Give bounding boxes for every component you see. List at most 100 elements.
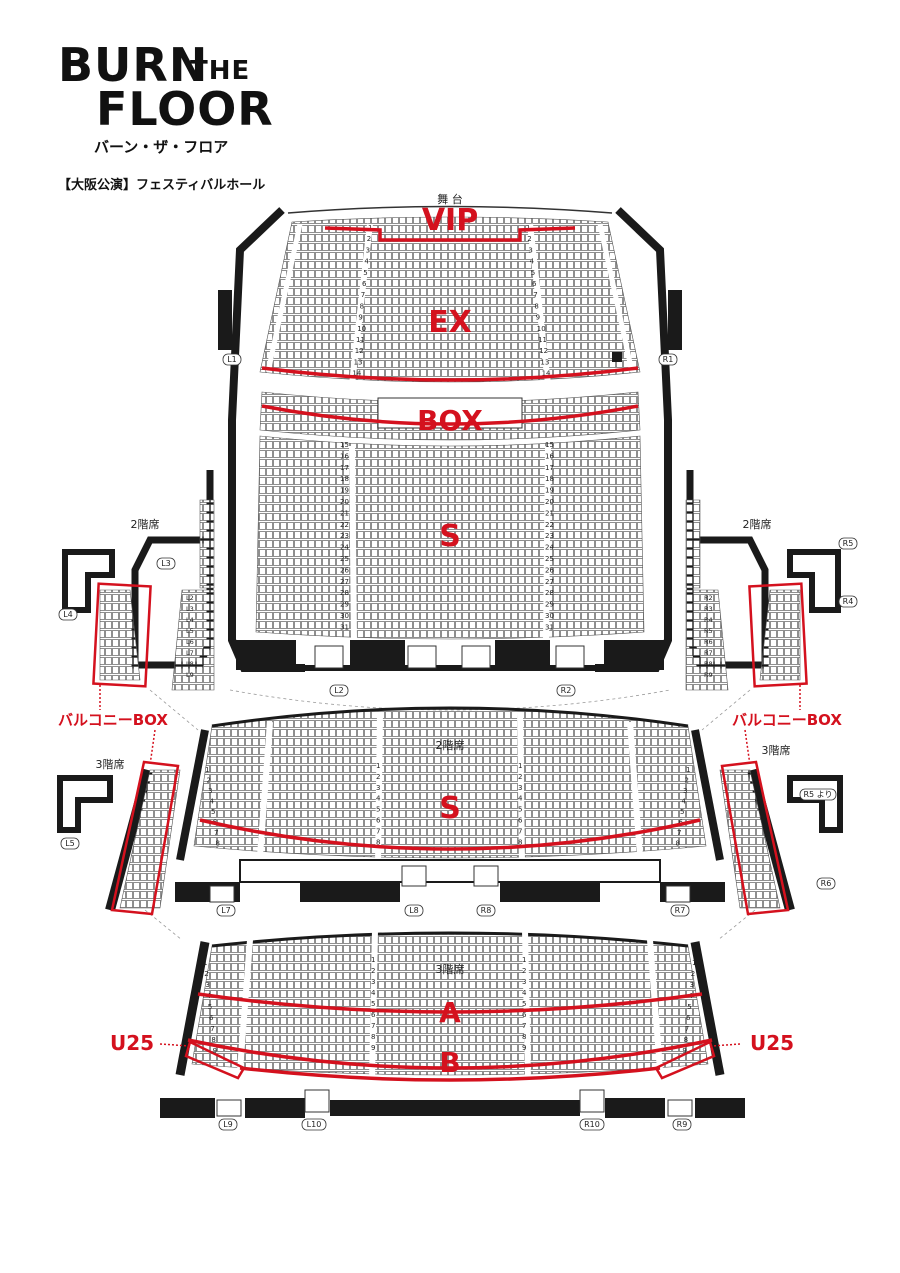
row-number: 17 [545,464,554,472]
ground-pillar-right-1 [668,290,682,350]
row-number: 25 [545,555,554,563]
second-door-l8[interactable] [401,865,427,887]
logo-line-burn: BURN [58,38,209,92]
row-number: 5 [211,808,215,816]
row-number: 19 [340,487,349,495]
side-row-number: R6 [704,638,713,646]
row-number: 10 [357,325,366,333]
second-door-l7[interactable] [209,885,235,903]
row-number: 4 [530,258,535,266]
third-right-box-seats [719,769,781,909]
door-tag-badge [670,904,690,917]
row-number: 1 [205,766,209,774]
third-door-l10[interactable] [304,1089,330,1113]
box-boundary [261,404,639,426]
row-number: 5 [531,269,535,277]
row-number: 4 [682,798,687,806]
balcony-dotted-left-3f [149,729,156,766]
row-number: 7 [518,827,522,835]
third-door-r10[interactable] [579,1089,605,1113]
front-aisle-right2 [597,223,635,373]
row-number: 8 [534,302,538,310]
door-tag-r4: R4 [843,597,854,606]
row-number: 6 [522,1011,527,1019]
row-number: 9 [522,1044,526,1052]
row-number: 8 [216,840,220,848]
door-tag-l10: L10 [307,1120,322,1129]
row-number: 13 [354,358,363,366]
side-balconies-second [62,470,841,710]
logo-line-the: THE [190,56,251,86]
row-number: 3 [366,246,370,254]
door-tag-r1: R1 [663,355,674,364]
venue-title: 【大阪公演】フェスティバルホール [58,178,266,193]
third-floor [159,929,745,1118]
second-aisle-ml [375,711,383,865]
ground-pillar-left-1 [218,290,232,350]
side-row-number: R8 [704,660,713,668]
row-number: 3 [518,784,522,792]
row-number: 30 [340,612,349,620]
row-number: 1 [522,956,526,964]
row-number: 7 [371,1022,375,1030]
row-number: 9 [682,1047,686,1055]
door-tag-badge [838,595,858,608]
row-number: 20 [340,498,349,506]
ground-door-right[interactable] [555,645,585,669]
second-front-rail [211,706,689,728]
row-number: 1 [376,762,380,770]
row-number: 4 [210,798,215,806]
row-number: 11 [356,336,365,344]
third-back-wall-3 [330,1100,580,1116]
ground-door-mid-left[interactable] [407,645,437,669]
row-number: 5 [371,1000,375,1008]
row-number: 6 [532,280,537,288]
floor-label-third-left: 3階席 [96,757,125,771]
door-tag-l8: L8 [409,906,419,915]
balcony-box-outline-left-3f [110,760,180,916]
ground-door-mid-right[interactable] [461,645,491,669]
row-number: 24 [545,544,554,552]
row-number: 5 [376,806,380,814]
row-number: 2 [522,967,526,975]
third-front-rail [211,931,689,948]
door-tag-l3: L3 [161,559,171,568]
balcony-box-outline-left-2f [92,582,152,688]
row-number: 9 [536,314,540,322]
door-tag-badge [579,1118,605,1131]
second-door-r8[interactable] [473,865,499,887]
ground-pillar-right-2 [604,640,664,670]
side-row-number: L3 [186,605,194,613]
row-number: 22 [340,521,349,529]
row-number: 1 [518,762,522,770]
row-number: 7 [214,829,218,837]
row-number: 22 [545,521,554,529]
row-number: 7 [685,1025,689,1033]
second-door-r7[interactable] [665,885,691,903]
row-number: 2 [518,773,522,781]
second-back-wall-ml [300,882,400,902]
row-number: 5 [518,806,522,814]
stage-label: 舞 台 [437,192,463,206]
zone-label-a: A [439,996,461,1029]
second-floor [57,706,843,916]
side-row-number: R3 [704,605,713,613]
third-door-r9[interactable] [667,1099,693,1117]
second-aisle-mr [517,711,525,865]
u25-dotted-right [711,1043,741,1047]
ground-floor [218,205,682,672]
row-number: 8 [522,1033,526,1041]
third-door-l9[interactable] [216,1099,242,1117]
row-number: 5 [680,808,684,816]
third-left-annex [57,775,113,833]
row-number: 8 [676,840,680,848]
right-side-seats-upper [685,499,701,589]
ground-door-left[interactable] [314,645,344,669]
row-number: 29 [340,601,349,609]
side-row-number: L6 [186,638,194,646]
door-tag-l5: L5 [65,839,75,848]
left-balcony-box [99,589,141,681]
door-tag-r9: R9 [677,1120,688,1129]
door-tag-badge [672,1118,692,1131]
